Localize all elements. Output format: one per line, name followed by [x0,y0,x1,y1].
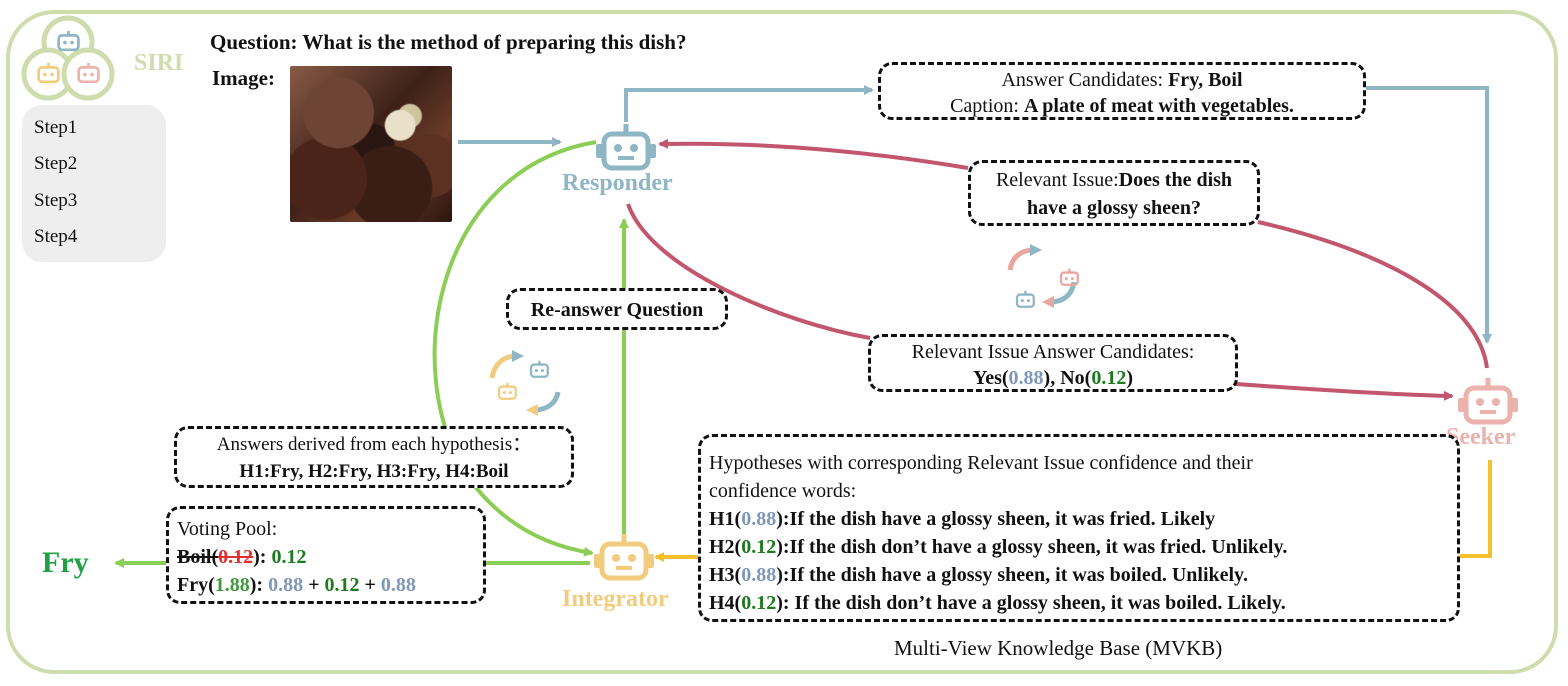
hypothesis-confidence: 0.12 [741,592,777,614]
candidates-label: Answer Candidates: [1001,69,1169,91]
legend-step1-label: Step1 [34,117,78,138]
hypothesis-row: H2(0.12):If the dish don’t have a glossy… [709,533,1457,561]
answers-derived-title: Answers derived from each hypothesis： [216,434,532,455]
yes-sep: ), [1043,367,1061,389]
relevant-issue-value-1: Does the dish [1118,169,1233,191]
robot-icon [1015,290,1035,308]
legend-step4-label: Step4 [34,226,78,247]
voting-boil-row: Boil(0.12): 0.12 [177,543,483,571]
hypothesis-id: H1( [709,508,742,530]
siri-logo-icon [21,15,115,101]
fry-label: Fry( [177,574,215,596]
hypothesis-confidence: 0.88 [741,564,777,586]
arrow-responder-to-answer-candidates [626,203,871,340]
robot-icon [497,382,517,400]
responder-robot-icon [596,124,656,171]
hypothesis-text: ):If the dish have a glossy sheen, it wa… [776,508,1216,530]
boil-mid: ): [253,546,272,568]
hypothesis-id: H3( [709,564,742,586]
hypothesis-text: ):If the dish have a glossy sheen, it wa… [776,564,1248,586]
integrator-label: Integrator [562,586,669,612]
hypothesis-confidence: 0.88 [741,508,777,530]
legend-step2-label: Step2 [34,153,78,174]
fry-term-1: 0.88 [268,574,304,596]
candidates-value: Fry, Boil [1168,69,1243,91]
fry-op-2: + [359,574,381,596]
final-answer: Fry [42,546,89,579]
answers-derived-value: H1:Fry, H2:Fry, H3:Fry, H4:Boil [239,461,509,482]
arrow-answers-to-seeker [1235,382,1454,401]
fry-mid: ): [249,574,269,596]
hypotheses-box: Hypotheses with corresponding Relevant I… [698,434,1460,622]
arrow-candidates-to-seeker [1366,86,1492,344]
hypothesis-row: H3(0.88):If the dish have a glossy sheen… [709,561,1457,589]
question: Question: What is the method of preparin… [210,30,686,55]
hypotheses-title-1: Hypotheses with corresponding Relevant I… [709,452,1253,474]
arrow-seeker-to-issue [1257,220,1489,369]
boil-label: Boil( [177,546,219,568]
relevant-issue-box: Relevant Issue:Does the dish have a glos… [968,160,1260,226]
fry-term-3: 0.88 [380,574,416,596]
fry-term-2: 0.12 [324,574,360,596]
relevant-issue-label: Relevant Issue: [995,169,1119,191]
relevant-answer-box: Relevant Issue Answer Candidates: Yes(0.… [868,334,1238,392]
dish-image [290,66,452,222]
yes-label: Yes( [973,367,1009,389]
exchange-icon-bottom [489,350,561,416]
arrow-seeker-down [1460,460,1492,558]
integrator-robot-icon [594,534,654,581]
caption-value: A plate of meat with vegetables. [1023,95,1294,117]
legend: Step1 Step2 Step3 Step4 [22,105,166,262]
hypothesis-row: H1(0.88):If the dish have a glossy sheen… [709,505,1457,533]
no-close: ) [1126,367,1133,389]
relevant-answer-title: Relevant Issue Answer Candidates: [911,341,1195,363]
robot-icon [529,360,549,378]
question-text: What is the method of preparing this dis… [302,30,687,54]
hypothesis-id: H2( [709,536,742,558]
question-label: Question: [210,30,298,54]
boil-score: 0.12 [271,546,307,568]
robot-icon [1059,268,1079,286]
hypotheses-title-2: confidence words: [709,480,857,502]
yes-value: 0.88 [1008,367,1044,389]
arrow-issue-to-responder [658,138,969,170]
no-label: No( [1060,367,1092,389]
system-name: SIRI [134,50,184,76]
mvkb-caption: Multi-View Knowledge Base (MVKB) [894,636,1223,660]
seeker-robot-icon [1458,378,1518,425]
exchange-icon-top [1007,244,1077,308]
responder-label: Responder [562,170,673,196]
hypothesis-id: H4( [709,592,742,614]
relevant-issue-value-2: have a glossy sheen? [1027,197,1201,219]
answer-candidates-box: Answer Candidates: Fry, Boil Caption: A … [878,62,1366,120]
image-label: Image: [212,66,275,90]
fry-total: 1.88 [214,574,250,596]
fry-op-1: + [303,574,325,596]
reanswer-box: Re-answer Question [506,288,728,330]
voting-fry-row: Fry(1.88): 0.88 + 0.12 + 0.88 [177,571,483,599]
hypothesis-text: ):If the dish don’t have a glossy sheen,… [776,536,1288,558]
arrow-responder-to-integrator-curve [432,140,597,557]
legend-step3-label: Step3 [34,190,78,211]
voting-pool-box: Voting Pool: Boil(0.12): 0.12 Fry(1.88):… [166,506,486,604]
reanswer-label: Re-answer Question [530,299,704,321]
hypothesis-text: ): If the dish don’t have a glossy sheen… [776,592,1286,614]
hypothesis-confidence: 0.12 [741,536,777,558]
boil-old-score: 0.12 [218,546,254,568]
caption-label: Caption: [950,95,1024,117]
hypothesis-row: H4(0.12): If the dish don’t have a gloss… [709,589,1457,617]
diagram-frame [6,10,1558,674]
voting-pool-title: Voting Pool: [177,518,278,540]
no-value: 0.12 [1091,367,1127,389]
arrow-responder-to-candidates [624,85,874,122]
answers-derived-box: Answers derived from each hypothesis： H1… [174,426,574,488]
